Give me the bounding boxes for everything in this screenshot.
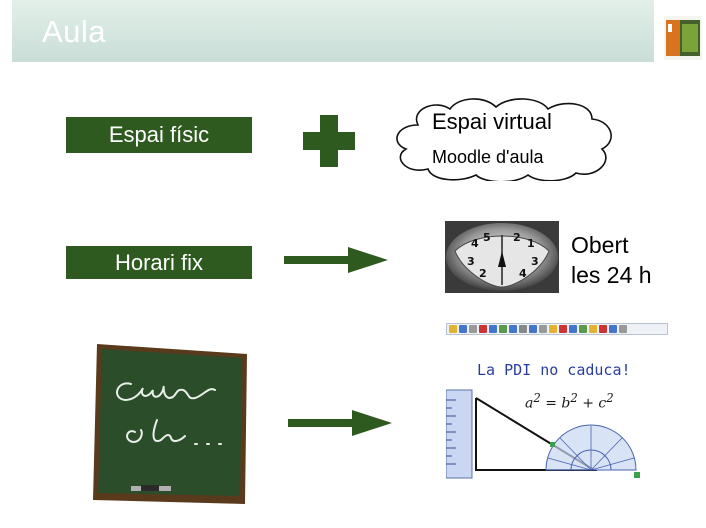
horari-fix-box: Horari fix: [66, 246, 252, 279]
institution-logo-icon: [664, 16, 702, 60]
svg-text:2: 2: [513, 231, 521, 244]
toolbar-tool-icon: [509, 325, 517, 333]
hours-text: les 24 h: [571, 262, 652, 288]
toolbar-tool-icon: [499, 325, 507, 333]
toolbar-tool-icon: [539, 325, 547, 333]
plus-icon: [303, 115, 355, 167]
svg-text:1: 1: [527, 237, 535, 250]
header-bar: [12, 0, 654, 62]
toolbar-tool-icon: [459, 325, 467, 333]
chalkboard-icon: [93, 344, 247, 504]
toolbar-tool-icon: [529, 325, 537, 333]
cloud-shape: Espai virtual Moodle d'aula: [396, 98, 612, 181]
toolbar-tool-icon: [469, 325, 477, 333]
toolbar-tool-icon: [489, 325, 497, 333]
toolbar-tool-icon: [609, 325, 617, 333]
page-title: Aula: [42, 14, 107, 49]
toolbar-tool-icon: [579, 325, 587, 333]
toolbar-tool-icon: [599, 325, 607, 333]
toolbar-tool-icon: [569, 325, 577, 333]
moodle-subtitle: Moodle d'aula: [432, 147, 544, 167]
pdi-caption: La PDI no caduca!: [477, 361, 631, 379]
interactive-whiteboard-icon: [446, 389, 640, 479]
espai-fisic-box: Espai físic: [66, 117, 252, 153]
arrow-right-icon: [284, 247, 388, 273]
svg-text:3: 3: [531, 255, 539, 268]
pdi-toolbar: [446, 323, 668, 335]
espai-virtual-title: Espai virtual: [432, 109, 552, 134]
svg-text:5: 5: [483, 231, 491, 244]
svg-text:4: 4: [471, 237, 479, 250]
toolbar-tool-icon: [619, 325, 627, 333]
toolbar-tool-icon: [559, 325, 567, 333]
toolbar-tool-icon: [519, 325, 527, 333]
arrow-right-icon: [288, 410, 392, 436]
svg-text:3: 3: [467, 255, 475, 268]
toolbar-tool-icon: [589, 325, 597, 333]
svg-text:4: 4: [519, 267, 527, 280]
svg-text:2: 2: [479, 267, 487, 280]
toolbar-tool-icon: [549, 325, 557, 333]
toolbar-tool-icon: [479, 325, 487, 333]
toolbar-tool-icon: [449, 325, 457, 333]
pythagoras-formula: a2 = b2 + c2: [525, 391, 614, 412]
obert-text: Obert: [571, 232, 629, 258]
